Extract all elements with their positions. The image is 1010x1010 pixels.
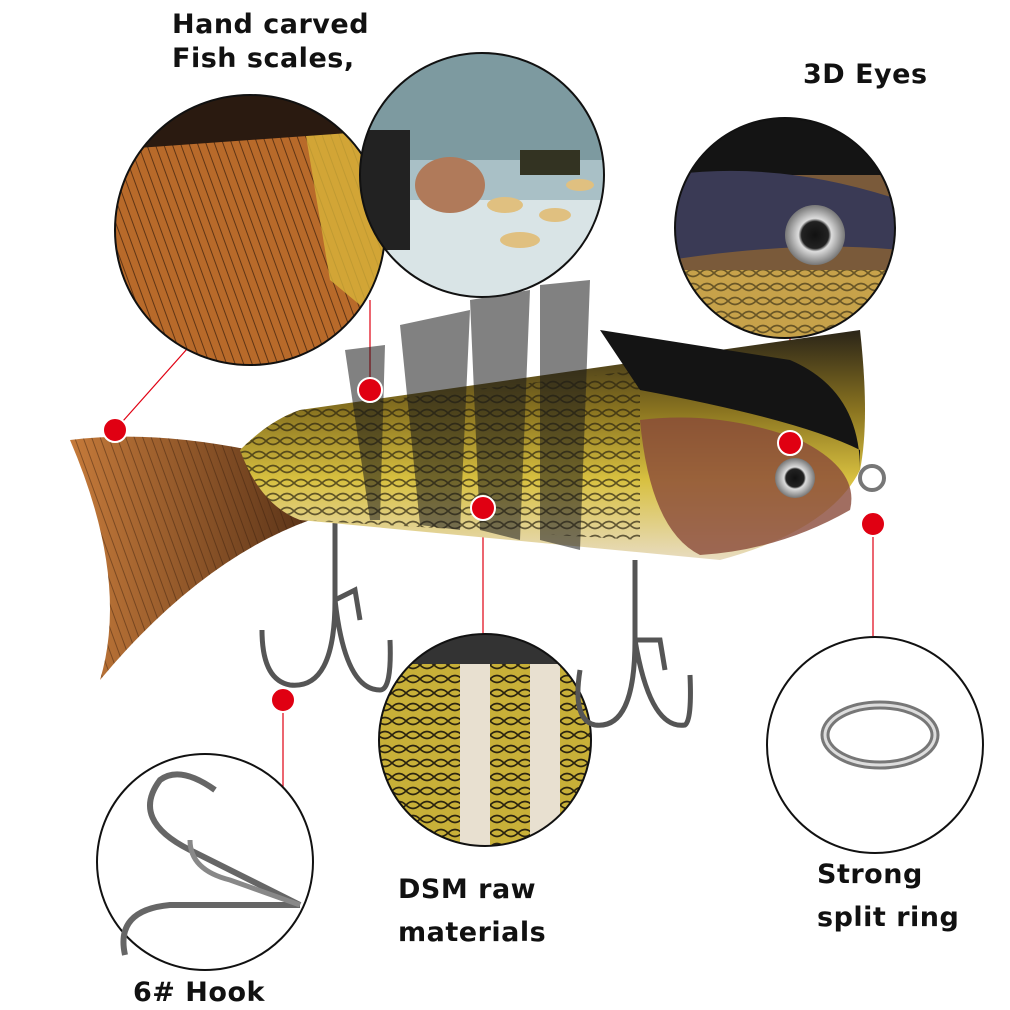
- workshop-photo-circle: [359, 52, 605, 298]
- label-3d-eyes: 3D Eyes: [803, 59, 928, 90]
- label-ring-line2: split ring: [817, 902, 960, 933]
- label-ring-line1: Strong: [817, 859, 923, 890]
- marker-ring: [860, 511, 886, 537]
- label-hook: 6# Hook: [133, 977, 265, 1008]
- label-fish-scales-line2: Fish scales,: [172, 43, 355, 74]
- lure-body: [70, 280, 886, 680]
- hook-closeup-circle: [96, 753, 314, 971]
- marker-scales: [357, 377, 383, 403]
- red-markers: [102, 377, 886, 713]
- label-materials-line1: DSM raw: [398, 874, 537, 905]
- label-materials-line2: materials: [398, 917, 547, 948]
- label-dsm-materials: DSM raw materials: [398, 868, 546, 954]
- eye-closeup-circle: [674, 117, 896, 339]
- marker-tail: [102, 417, 128, 443]
- label-fish-scales-line1: Hand carved: [172, 9, 370, 40]
- treble-hooks: [259, 520, 693, 728]
- marker-materials: [470, 495, 496, 521]
- materials-closeup-circle: [378, 633, 592, 847]
- marker-hook: [270, 687, 296, 713]
- marker-eye: [777, 430, 803, 456]
- label-split-ring: Strong split ring: [817, 853, 959, 939]
- label-fish-scales: Hand carved Fish scales,: [172, 8, 369, 76]
- split-ring-circle: [766, 636, 984, 854]
- fin-closeup-circle: [114, 94, 386, 366]
